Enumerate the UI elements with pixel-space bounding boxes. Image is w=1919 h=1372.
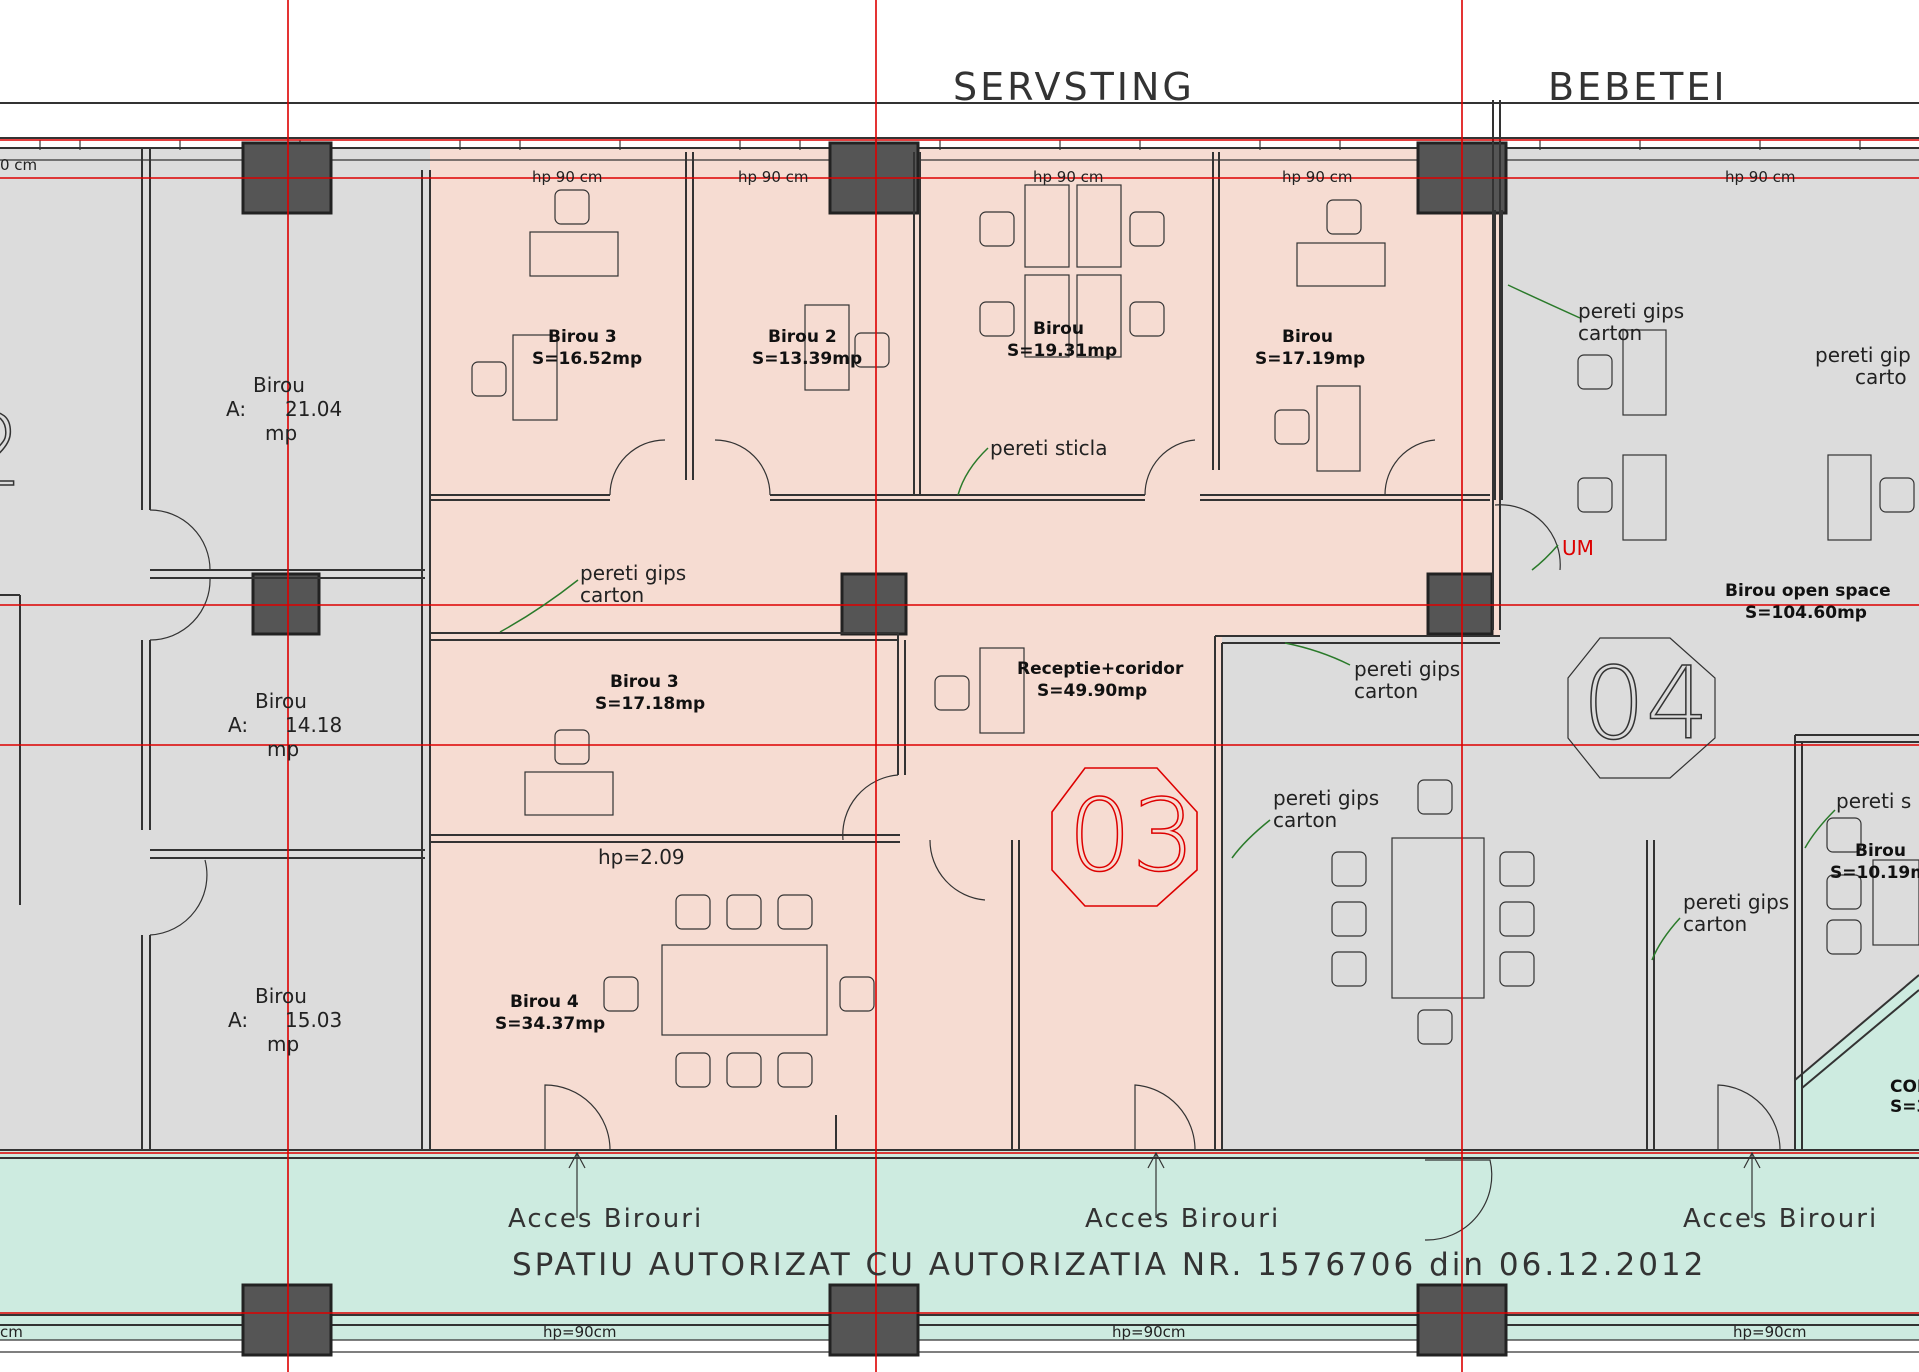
annotation-leaders [499, 284, 1836, 961]
hp-label: hp 90 cm [1033, 168, 1104, 186]
note-hp-door: hp=2.09 [598, 845, 685, 869]
svg-text:21.04: 21.04 [285, 397, 342, 421]
svg-text:Birou: Birou [255, 984, 307, 1008]
note-gips-3: pereti gips [1354, 657, 1460, 681]
svg-text:mp: mp [265, 421, 297, 445]
room-birou-4: Birou 4 S=34.37mp [495, 992, 605, 1034]
svg-text:A:: A: [228, 713, 248, 737]
hp-label: hp 90 cm [1282, 168, 1353, 186]
svg-text:S=17.19mp: S=17.19mp [1255, 349, 1365, 369]
svg-text:mp: mp [267, 737, 299, 761]
hp-label: hp 90 cm [532, 168, 603, 186]
svg-text:mp: mp [267, 1032, 299, 1056]
note-sticla: pereti sticla [990, 436, 1107, 460]
room-open-space: Birou open space S=104.60mp [1725, 581, 1891, 623]
room-birou-14: Birou A: 14.18 mp [228, 689, 342, 761]
svg-text:Birou: Birou [1033, 319, 1084, 339]
hp-label: hp=90cm [1733, 1323, 1807, 1341]
svg-text:14.18: 14.18 [285, 713, 342, 737]
room-birou-21: Birou A: 21.04 mp [226, 373, 342, 445]
svg-text:A:: A: [228, 1008, 248, 1032]
hp-label: hp=90cm [543, 1323, 617, 1341]
svg-text:Receptie+coridor: Receptie+coridor [1017, 659, 1184, 679]
svg-text:Birou: Birou [253, 373, 305, 397]
hp-label: hp 90 cm [1725, 168, 1796, 186]
note-gips-6: pereti gip [1815, 343, 1911, 367]
room-birou-right: Birou S=17.19mp [1255, 327, 1365, 369]
top-wall-ticks [39, 140, 1861, 150]
note-gips-6b: carto [1855, 365, 1907, 389]
access-label: Acces Birouri [1683, 1204, 1878, 1234]
access-label: Acces Birouri [1085, 1204, 1280, 1234]
svg-text:S=19.31mp: S=19.31mp [1007, 341, 1117, 361]
room-receptie: Receptie+coridor S=49.90mp [1017, 659, 1184, 701]
note-gips-7: pereti s [1836, 789, 1911, 813]
svg-text:Birou 4: Birou 4 [510, 992, 579, 1012]
svg-text:A:: A: [226, 397, 246, 421]
note-gips-3b: carton [1354, 679, 1418, 703]
svg-text:S=104.60mp: S=104.60mp [1745, 603, 1867, 623]
room-birou-15: Birou A: 15.03 mp [228, 984, 342, 1056]
room-birou-2: Birou 2 S=13.39mp [752, 327, 862, 369]
zone-corridor-wedge [1795, 975, 1919, 1150]
note-gips-4b: carton [1273, 808, 1337, 832]
svg-text:Birou 3: Birou 3 [548, 327, 617, 347]
note-gips-1: pereti gips [1578, 299, 1684, 323]
svg-text:S=16.52mp: S=16.52mp [532, 349, 642, 369]
room-birou-3-lower: Birou 3 S=17.18mp [595, 672, 705, 714]
note-gips-5b: carton [1683, 912, 1747, 936]
note-um: UM [1562, 536, 1594, 560]
unit-03-marker: 03 [1051, 767, 1198, 907]
zone-unit-03 [430, 148, 1500, 1150]
street-bebetei: BEBETEI [1548, 65, 1728, 109]
svg-text:Birou 3: Birou 3 [610, 672, 679, 692]
hp-label: 0 cm [0, 156, 37, 174]
zone-left-grey [0, 148, 430, 1150]
zone-unit-04 [1222, 148, 1919, 1150]
authorization-note: SPATIU AUTORIZAT CU AUTORIZATIA NR. 1576… [512, 1247, 1706, 1283]
note-gips-4: pereti gips [1273, 786, 1379, 810]
svg-text:S=17.18mp: S=17.18mp [595, 694, 705, 714]
svg-text:03: 03 [1068, 777, 1195, 894]
street-servsting: SERVSTING [953, 65, 1195, 109]
svg-text:S=34.37mp: S=34.37mp [495, 1014, 605, 1034]
svg-text:S=10.19mp: S=10.19mp [1830, 863, 1919, 883]
room-birou-small: Birou S=10.19mp [1830, 841, 1919, 883]
unit-04-marker: 04 [1567, 637, 1716, 779]
note-gips-2: pereti gips [580, 561, 686, 585]
svg-text:15.03: 15.03 [285, 1008, 342, 1032]
hp-label: cm [0, 1323, 23, 1341]
room-birou-conference: Birou S=19.31mp [1007, 319, 1117, 361]
svg-text:04: 04 [1582, 645, 1709, 762]
unit-02-marker: 2 [0, 392, 24, 509]
note-gips-1b: carton [1578, 321, 1642, 345]
note-gips-5: pereti gips [1683, 890, 1789, 914]
room-cor: COR S=3 [1890, 1077, 1919, 1117]
svg-text:S=13.39mp: S=13.39mp [752, 349, 862, 369]
svg-text:Birou open space: Birou open space [1725, 581, 1891, 601]
svg-text:Birou 2: Birou 2 [768, 327, 837, 347]
room-birou-3-top: Birou 3 S=16.52mp [532, 327, 642, 369]
hp-label: hp 90 cm [738, 168, 809, 186]
svg-text:Birou: Birou [1282, 327, 1333, 347]
svg-text:S=3: S=3 [1890, 1097, 1919, 1117]
doors [149, 439, 1781, 1241]
svg-text:COR: COR [1890, 1077, 1919, 1097]
access-label: Acces Birouri [508, 1204, 703, 1234]
furniture [471, 184, 1919, 1088]
note-gips-2b: carton [580, 583, 644, 607]
svg-text:S=49.90mp: S=49.90mp [1037, 681, 1147, 701]
hp-label: hp=90cm [1112, 1323, 1186, 1341]
svg-text:Birou: Birou [1855, 841, 1906, 861]
svg-text:Birou: Birou [255, 689, 307, 713]
